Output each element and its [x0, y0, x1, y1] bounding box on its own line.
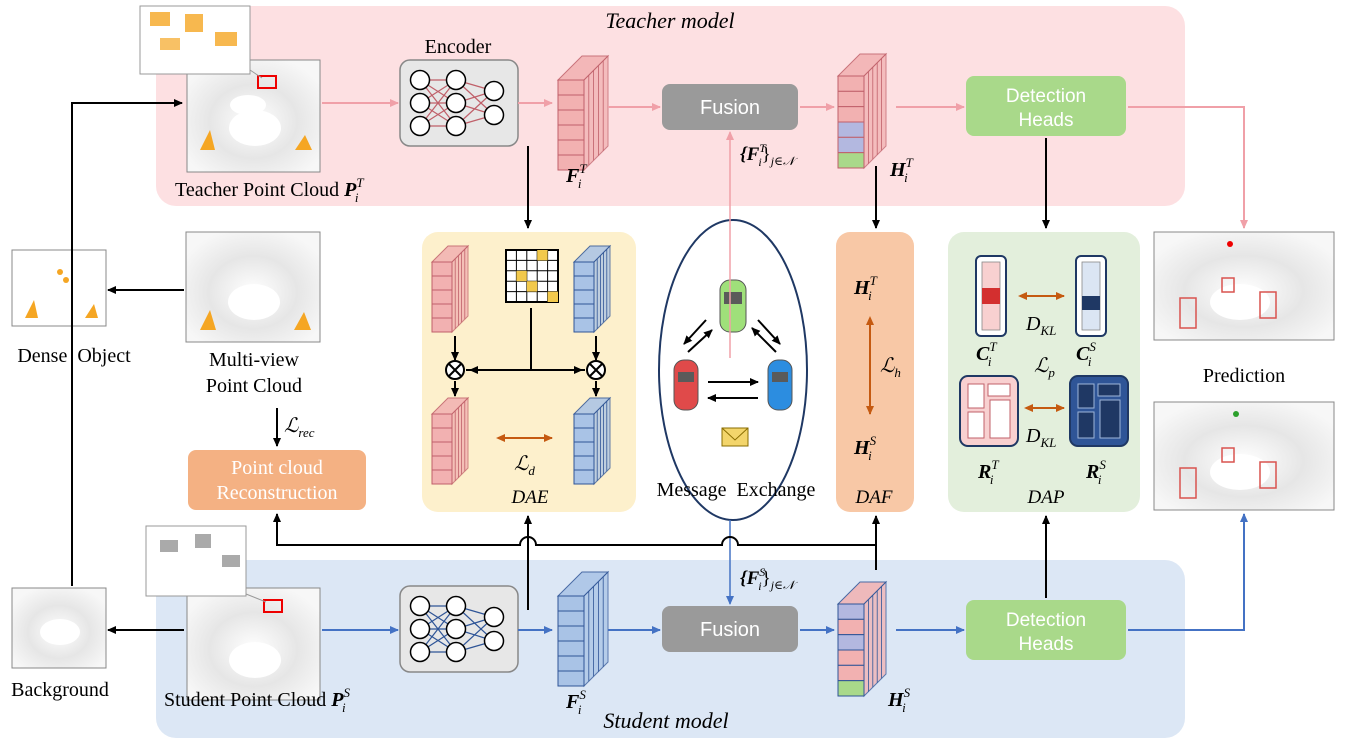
student-heads-line2: Heads — [1019, 634, 1074, 655]
feature-cube — [430, 244, 470, 334]
multiview-line1: Multi-view — [209, 349, 300, 371]
student-fusion-box — [662, 606, 798, 652]
message-exchange-label: Message Exchange — [657, 479, 816, 501]
feature-cube — [572, 396, 612, 486]
student-zoom-inset — [145, 525, 267, 603]
background-image — [11, 587, 107, 669]
teacher-point-cloud-image — [186, 59, 321, 173]
dap-c-teacher — [975, 255, 1007, 337]
loss-rec-label: ℒrec — [284, 415, 315, 440]
dense-object-label: Dense Object — [17, 345, 131, 367]
multiview-line2: Point Cloud — [206, 375, 302, 397]
teacher-heads-box — [966, 76, 1126, 136]
teacher-heads-line1: Detection — [1006, 86, 1086, 107]
teacher-fusion-box — [662, 84, 798, 130]
car-blue — [767, 359, 793, 411]
dap-r-student — [1069, 375, 1129, 447]
feature-cube — [556, 570, 610, 688]
recon-line2: Reconstruction — [216, 482, 337, 504]
multiview-point-cloud-image — [185, 231, 321, 343]
daf-panel — [836, 232, 914, 512]
dae-loss-label: ℒd — [514, 453, 535, 478]
recon-line1: Point cloud — [231, 457, 323, 479]
encoder-label: Encoder — [425, 36, 492, 58]
daf-loss-label: ℒh — [880, 355, 901, 380]
dae-attention-grid — [505, 249, 559, 303]
teacher-fusion-label: Fusion — [700, 97, 760, 119]
teacher-title: Teacher model — [605, 8, 734, 33]
dap-title: DAP — [1027, 487, 1065, 508]
message-exchange-ellipse — [658, 219, 808, 521]
feature-cube — [836, 52, 888, 170]
teacher-encoder — [399, 59, 519, 147]
recon-box — [188, 450, 366, 510]
exchange-arrows — [683, 319, 781, 402]
student-heads-line1: Detection — [1006, 610, 1086, 631]
feature-cube — [836, 580, 888, 698]
student-fusion-label: Fusion — [700, 619, 760, 641]
prediction-image-top — [1153, 231, 1335, 341]
zoom-box — [257, 75, 277, 89]
feature-cube — [556, 54, 610, 172]
dap-dkl-top: DKL — [1025, 313, 1056, 338]
dap-c-student — [1075, 255, 1107, 337]
dae-title: DAE — [511, 487, 549, 508]
feature-cube — [572, 244, 612, 334]
teacher-zoom-inset — [139, 5, 263, 79]
student-pipeline-arrows — [322, 513, 1248, 634]
feature-cubes — [430, 52, 888, 698]
message-envelope-icon — [721, 427, 749, 447]
black-arrows — [71, 99, 1050, 634]
dae-multiply-nodes — [445, 308, 606, 397]
background-label: Background — [11, 679, 109, 701]
zoom-box — [263, 599, 283, 613]
prediction-image-bottom — [1153, 401, 1335, 511]
dense-object-image — [11, 249, 107, 327]
dap-dkl-bottom: DKL — [1025, 425, 1056, 450]
student-heads-box — [966, 600, 1126, 660]
student-encoder — [399, 585, 519, 673]
teacher-pipeline-arrows — [322, 99, 1248, 358]
student-point-cloud-image — [186, 587, 321, 701]
car-red — [673, 359, 699, 411]
student-title: Student model — [603, 708, 728, 733]
teacher-heads-line2: Heads — [1019, 110, 1074, 131]
prediction-label: Prediction — [1203, 365, 1285, 387]
feature-cube — [430, 396, 470, 486]
dap-loss-label: ℒp — [1034, 355, 1055, 380]
daf-title: DAF — [855, 487, 893, 508]
car-green — [719, 279, 747, 333]
dap-r-teacher — [959, 375, 1019, 447]
